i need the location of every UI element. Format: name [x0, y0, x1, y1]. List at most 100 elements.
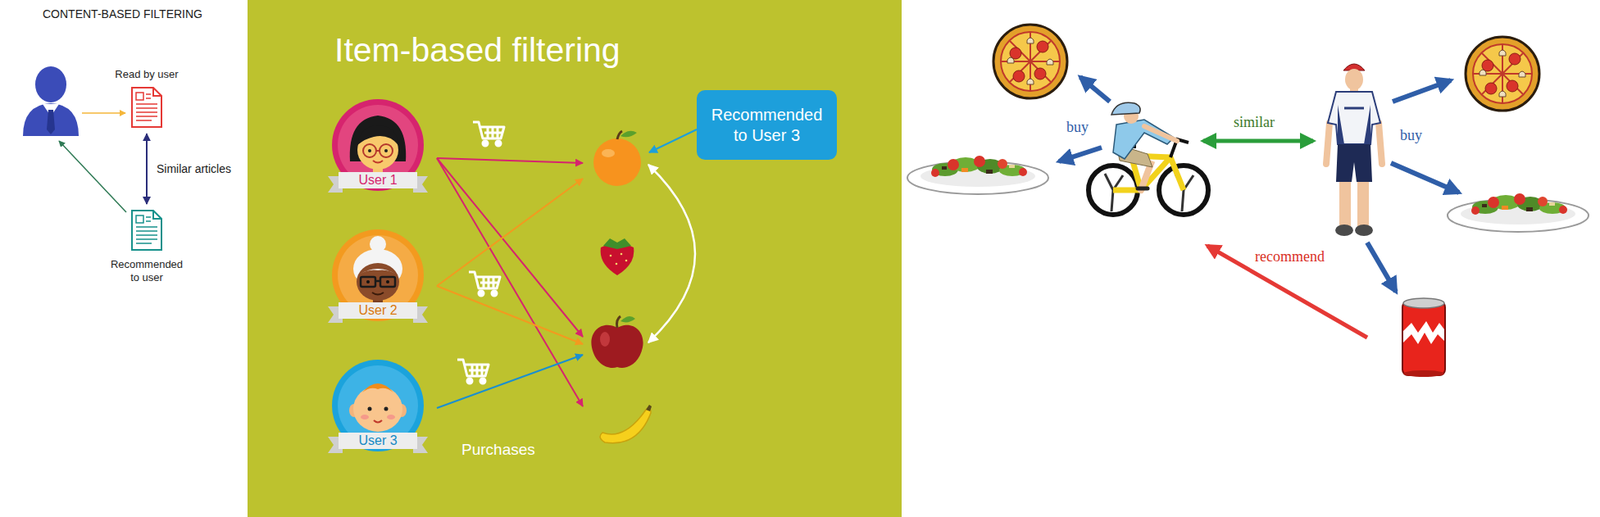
arrow-label: buy [1400, 127, 1423, 146]
avatar-circle [331, 359, 424, 452]
avatar-circle [349, 383, 407, 459]
avatar-circle [327, 176, 343, 193]
node-text: User 3 [338, 432, 418, 450]
document-icon [131, 87, 162, 128]
node-text: User 1 [338, 172, 418, 189]
arrow-label: similar [1233, 113, 1275, 132]
avatar-circle [327, 436, 343, 454]
avatar-circle [384, 149, 388, 153]
cart-icon [468, 272, 500, 289]
orange-fruit [593, 138, 641, 187]
user-avatar: User 2 [324, 226, 432, 328]
purchase-arrows [436, 178, 583, 287]
avatar-circle [362, 383, 394, 393]
soda-can-picture [1402, 301, 1446, 376]
banana-fruit [600, 404, 652, 444]
avatar-circle [372, 160, 383, 164]
avatar-circle [413, 306, 428, 323]
cyclist-figure [1088, 102, 1209, 215]
avatar-circle [375, 280, 381, 283]
avatar-circle [350, 115, 406, 198]
avatar-circle [373, 420, 382, 423]
cart-icon [495, 140, 501, 146]
standing-man-figure [1344, 107, 1364, 110]
avatar-circle [376, 150, 380, 152]
avatar-circle [386, 280, 390, 284]
standing-man-figure [1327, 91, 1381, 145]
avatar-circle [349, 404, 360, 418]
avatar-circle [379, 144, 393, 158]
buy-arrows [1080, 77, 1110, 102]
document-icon [136, 92, 144, 100]
avatar-circle [360, 414, 369, 420]
avatar-circle [337, 235, 419, 316]
cart-icon [480, 378, 486, 384]
strawberry-fruit [620, 253, 623, 256]
cart-icon [457, 359, 489, 377]
standing-man-figure [1336, 144, 1373, 182]
arrow-label: recommend [1254, 248, 1325, 267]
avatar-circle [350, 174, 406, 198]
cyclist-figure [1111, 102, 1141, 115]
avatar-circle [331, 229, 424, 322]
similar-items-arrow [648, 164, 696, 343]
buy-arrows [1392, 80, 1451, 102]
avatar-circle [357, 130, 399, 170]
document-icon [130, 86, 164, 129]
recommendation-arrow [649, 129, 697, 153]
avatar-circle [324, 226, 432, 328]
avatar-circle [358, 268, 398, 276]
user-avatar: User 3 [324, 356, 432, 459]
strawberry-fruit [625, 259, 628, 263]
avatar-circle [372, 164, 383, 177]
avatar-circle [386, 414, 396, 420]
purchase-arrows [436, 158, 583, 407]
document-icon [136, 94, 158, 121]
cyclist-figure [1137, 186, 1148, 191]
cart-icon [491, 290, 497, 296]
cyclist-figure [1144, 126, 1178, 141]
buy-arrows [1390, 163, 1460, 193]
avatar-circle [396, 404, 407, 418]
standing-man-figure [1339, 181, 1351, 227]
avatar-circle [350, 236, 406, 328]
purchase-arrows [436, 158, 583, 164]
standing-man-figure [1326, 63, 1382, 237]
avatar-circle [413, 176, 428, 193]
avatar-circle [356, 263, 400, 301]
buy-arrows [1059, 77, 1460, 292]
avatar-circle [357, 125, 399, 146]
cart-icon [457, 359, 489, 384]
cart-icon [468, 364, 487, 377]
soda-can-picture [1403, 321, 1445, 345]
avatar-circle [380, 277, 396, 287]
avatar-circle [353, 386, 403, 432]
node-text: User 2 [338, 302, 418, 319]
avatar-circle [384, 407, 389, 412]
node-text: Recommended to user [107, 258, 187, 286]
cart-icon [478, 290, 484, 296]
user-avatar: User 1 [324, 95, 432, 198]
avatar-circle [324, 95, 432, 198]
apple-fruit [590, 316, 643, 369]
avatar-circle [369, 236, 387, 253]
soda-can-picture [1403, 370, 1445, 378]
recommendation-box: Recommended to User 3 [696, 90, 837, 160]
cart-icon [472, 122, 505, 146]
avatar-circle [368, 407, 373, 412]
pizza-picture [1465, 36, 1540, 111]
panel-label: Item-based filtering [334, 30, 621, 71]
arrow-label: buy [1066, 118, 1089, 137]
purchase-arrows [436, 286, 583, 345]
node-text: Recommended to User 3 [708, 104, 826, 146]
apple-fruit [617, 316, 622, 328]
avatar-circle [337, 365, 419, 446]
avatar-circle [331, 99, 424, 191]
cart-icon [480, 277, 499, 289]
banana-fruit [600, 408, 651, 444]
avatar-circle [350, 304, 406, 328]
avatar-circle [366, 280, 370, 284]
document-node: Recommended to user [107, 209, 187, 286]
